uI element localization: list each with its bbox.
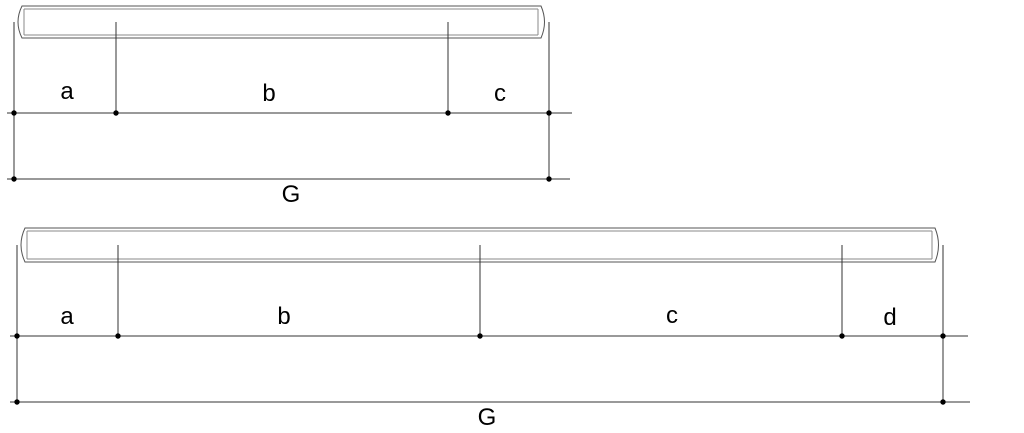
dimension-node (839, 333, 845, 339)
dimension-node (113, 110, 119, 116)
dimension-node (11, 110, 17, 116)
handle-rod (17, 5, 545, 39)
dimension-node (11, 176, 17, 182)
dimension-node (940, 333, 946, 339)
dimension-node (14, 333, 20, 339)
dimension-node (477, 333, 483, 339)
dimension-node (940, 399, 946, 405)
dimension-node (445, 110, 451, 116)
segment-label-b: b (277, 303, 290, 330)
segment-label-a: a (60, 303, 74, 330)
total-label-g: G (478, 404, 497, 431)
dimension-node (115, 333, 121, 339)
diagram-2: a b c d G (10, 227, 970, 431)
dimension-node (546, 110, 552, 116)
segment-label-a: a (60, 78, 74, 105)
segment-label-b: b (262, 80, 275, 107)
dimension-node (546, 176, 552, 182)
segment-label-c: c (666, 302, 678, 329)
total-label-g: G (282, 181, 301, 208)
segment-label-d: d (883, 304, 896, 331)
diagram-1: a b c G (7, 5, 572, 208)
segment-label-c: c (494, 80, 506, 107)
dimension-node (14, 399, 20, 405)
